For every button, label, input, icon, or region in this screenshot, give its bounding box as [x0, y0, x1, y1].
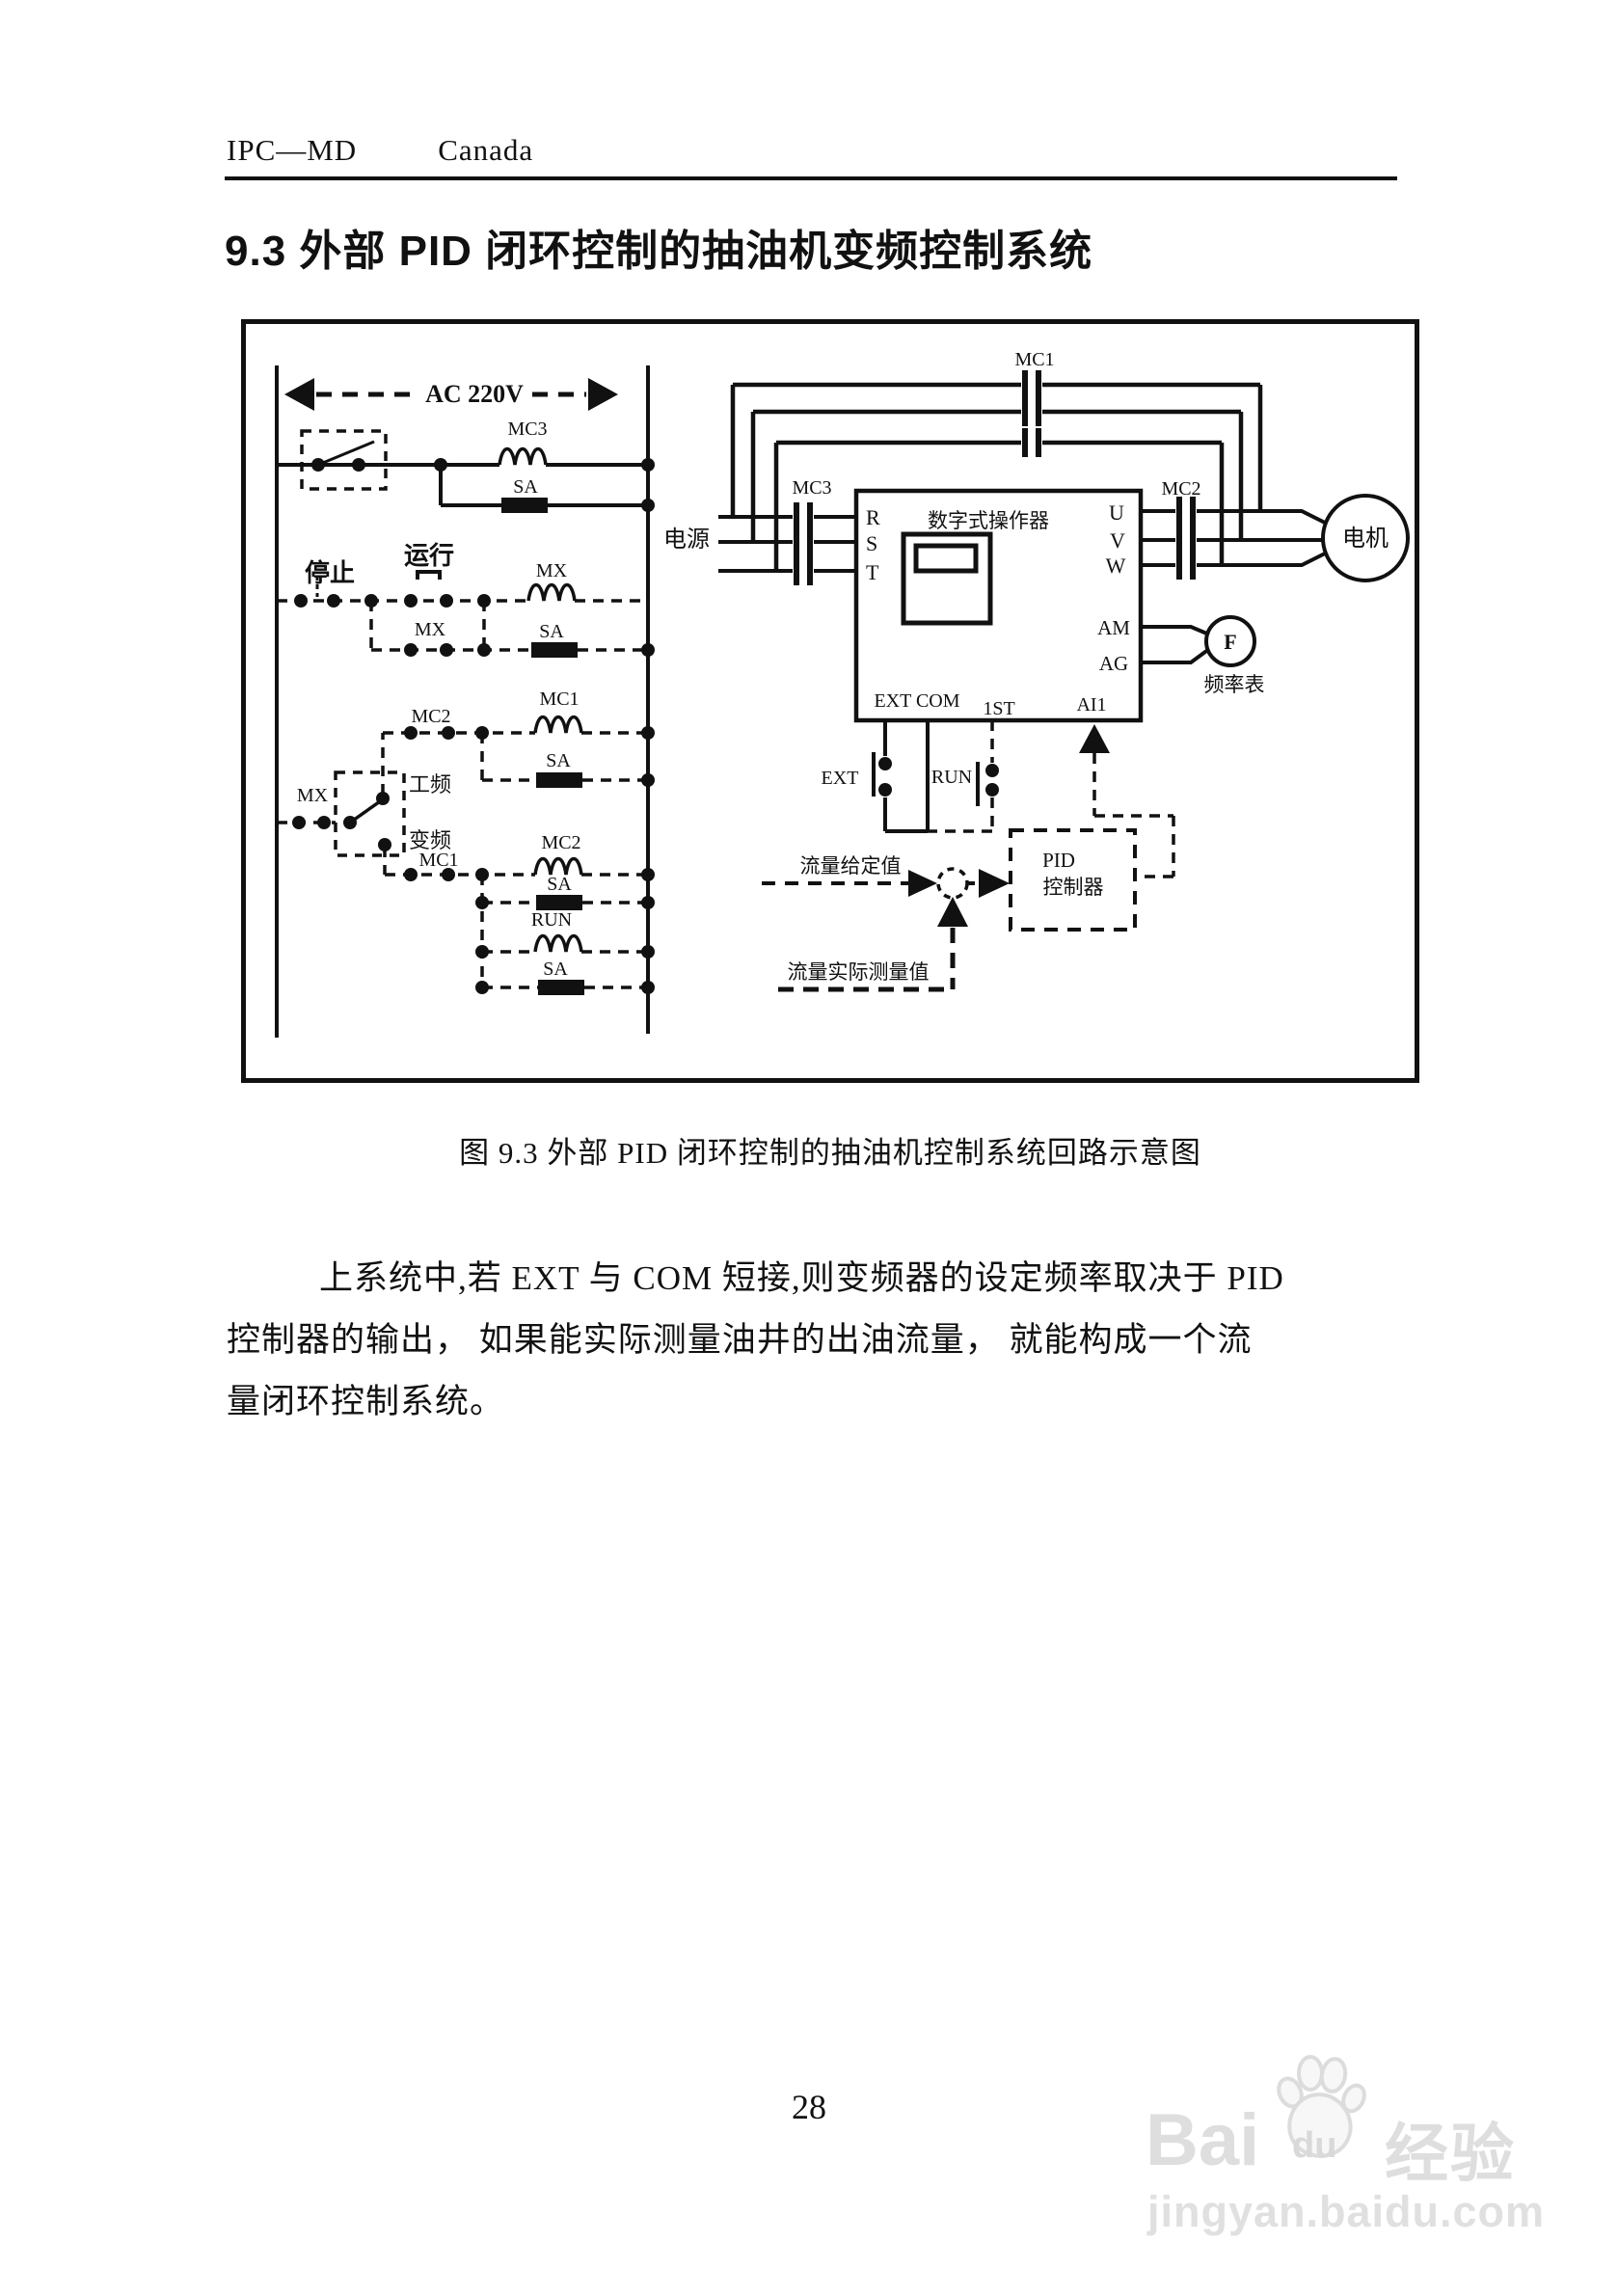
label-terminal-r: R [866, 505, 880, 529]
label-mc2-output: MC2 [1161, 478, 1200, 500]
ac-left-arrow-icon [284, 378, 314, 411]
label-ext-com: EXT COM [874, 690, 959, 712]
operator-display [913, 543, 979, 574]
label-ai1: AI1 [1076, 694, 1106, 716]
arrowheads [284, 378, 1110, 927]
label-digital-operator: 数字式操作器 [928, 509, 1049, 532]
label-run: 运行 [404, 541, 454, 570]
label-ac220v: AC 220V [425, 380, 524, 408]
paragraph-line: 上系统中,若 EXT 与 COM 短接,则变频器的设定频率取决于 PID [319, 1259, 1284, 1297]
relay-coils [498, 446, 583, 953]
label-controller: 控制器 [1043, 876, 1104, 899]
run-button-icon [416, 570, 442, 580]
label-bianpin: 变频 [409, 828, 451, 852]
label-mc2-coil: MC2 [541, 832, 580, 853]
label-mc1-contact: MC1 [418, 850, 458, 871]
label-mc3-power: MC3 [792, 477, 831, 499]
section-title: 9.3 外部 PID 闭环控制的抽油机变频控制系统 [225, 228, 1093, 275]
watermark-bai-text: Bai [1146, 2099, 1260, 2181]
frequency-meter-circle [1204, 615, 1256, 667]
label-terminal-u: U [1109, 500, 1124, 525]
label-sa3: SA [546, 750, 571, 771]
paragraph-line: 控制器的输出， 如果能实际测量油井的出油流量， 就能构成一个流 [227, 1321, 1253, 1359]
inverter-box [853, 488, 1144, 723]
mc2-coil-icon [533, 856, 583, 876]
motor-circle [1321, 494, 1410, 582]
label-power: 电源 [663, 527, 710, 553]
watermark-jingyan-text: 经验 [1385, 2120, 1516, 2190]
header-rule [225, 176, 1397, 180]
label-run-switch: RUN [931, 767, 972, 788]
label-mx-coil: MX [536, 560, 568, 581]
label-terminal-ag: AG [1099, 652, 1128, 675]
label-stop: 停止 [305, 558, 355, 587]
pid-input-arrow-icon [979, 869, 1010, 898]
header-left: IPC—MD [227, 133, 358, 167]
label-ext-switch: EXT [822, 768, 859, 789]
run-coil-icon [533, 933, 583, 953]
label-sa5: SA [543, 959, 568, 980]
diagram-frame [241, 319, 1419, 1083]
label-mc1-coil: MC1 [539, 689, 579, 710]
junction-dots [292, 458, 999, 994]
label-1st: 1ST [983, 698, 1014, 719]
ac-right-arrow-icon [588, 378, 618, 411]
label-terminal-am: AM [1097, 616, 1130, 639]
label-terminal-s: S [866, 531, 877, 555]
body-paragraph: 上系统中,若 EXT 与 COM 短接,则变频器的设定频率取决于 PID 控制器… [227, 1248, 1403, 1433]
contact-bars [794, 370, 1196, 585]
label-mx-contact: MX [415, 619, 446, 640]
circuit-wires-dashed [277, 392, 1175, 992]
page-number: 28 [792, 2088, 826, 2126]
circuit-diagram: AC 220V 停止 运行 MC3 SA MX MX SA MC2 MC1 SA… [241, 319, 1419, 1083]
watermark-du-text: du [1292, 2125, 1337, 2166]
watermark-url: jingyan.baidu.com [1147, 2187, 1546, 2236]
header-right: Canada [438, 133, 534, 167]
label-sa1: SA [513, 476, 538, 498]
label-freq-meter: 频率表 [1204, 673, 1265, 696]
label-gongpin: 工频 [409, 772, 451, 797]
circuit-svg: AC 220V 停止 运行 MC3 SA MX MX SA MC2 MC1 SA… [241, 319, 1419, 1083]
mc3-coil-icon [498, 446, 548, 466]
label-pid: PID [1042, 849, 1075, 872]
label-terminal-w: W [1106, 554, 1126, 578]
mc1-coil-icon [533, 715, 583, 734]
label-sa2: SA [539, 621, 564, 642]
page-header: IPC—MD Canada [227, 133, 533, 168]
label-sa4: SA [547, 874, 572, 895]
label-mc2-contact: MC2 [411, 706, 450, 727]
baidu-watermark: Bai du 经验 jingyan.baidu.com [1146, 2052, 1544, 2264]
label-mc3-coil: MC3 [507, 419, 547, 440]
circuit-wires-solid [275, 365, 1326, 1038]
label-terminal-t: T [866, 560, 879, 584]
ai1-arrow-icon [1079, 724, 1110, 753]
figure-caption: 图 9.3 外部 PID 闭环控制的抽油机控制系统回路示意图 [459, 1136, 1201, 1170]
setpoint-arrow-icon [908, 870, 937, 897]
label-f: F [1224, 630, 1236, 654]
label-mx-selector: MX [297, 785, 329, 806]
paragraph-line: 量闭环控制系统。 [227, 1383, 505, 1420]
operator-panel [901, 531, 993, 626]
label-mc1-bypass: MC1 [1014, 349, 1054, 370]
summing-junction [936, 867, 969, 900]
label-flow-actual: 流量实际测量值 [788, 960, 930, 984]
feedback-arrow-icon [937, 897, 968, 927]
label-motor: 电机 [1342, 526, 1389, 552]
label-flow-setpoint: 流量给定值 [800, 854, 902, 878]
label-run-coil: RUN [531, 909, 572, 931]
baidu-paw-icon [1277, 2055, 1366, 2159]
label-terminal-v: V [1110, 528, 1125, 553]
sa-elements [501, 498, 584, 995]
mx-coil-icon [526, 582, 577, 602]
